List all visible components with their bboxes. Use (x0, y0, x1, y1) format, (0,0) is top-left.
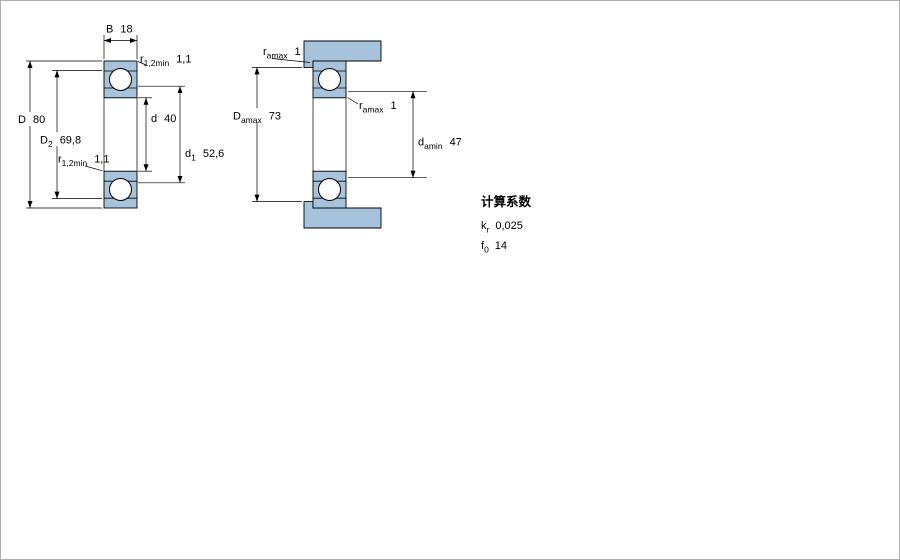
dim-sub: amin (424, 141, 443, 151)
dim-label-da: damin 47 (418, 137, 462, 152)
factor-sub: 0 (484, 245, 489, 255)
factor-kr: kr 0,025 (481, 220, 523, 235)
factor-symbol: f (481, 240, 485, 252)
dim-label-d: d 40 (151, 113, 176, 125)
dim-symbol: B (106, 24, 113, 36)
ball (318, 68, 341, 91)
dim-label-ra-top: ramax 1 (263, 46, 301, 61)
leader-line (347, 97, 359, 105)
ball (109, 68, 132, 91)
label-background (230, 108, 288, 122)
dim-symbol: d (151, 113, 157, 125)
dim-symbol: r (58, 154, 62, 166)
dim-label-D: D 80 (18, 114, 45, 126)
dim-symbol: r (140, 54, 144, 66)
factor-value: 14 (495, 240, 507, 252)
dim-sub: 1,2min (62, 158, 88, 168)
dim-label-B: B 18 (106, 24, 133, 36)
leader-line (84, 165, 103, 172)
calculation-factors-block: 计算系数 kr 0,025 f0 14 (481, 194, 532, 255)
dim-value: 40 (164, 113, 176, 125)
dim-sub: amax (267, 51, 289, 61)
factor-value: 0,025 (495, 220, 523, 232)
dim-value: 1,1 (176, 54, 191, 66)
dim-value: 52,6 (203, 148, 224, 160)
dim-value: 18 (120, 24, 132, 36)
dim-symbol: r (263, 46, 267, 58)
label-background (37, 132, 83, 146)
dim-value: 47 (450, 137, 462, 149)
dim-label-Da: Damax 73 (233, 111, 281, 126)
factor-symbol: k (481, 220, 487, 232)
ball (318, 178, 341, 201)
dim-value: 1 (294, 46, 300, 58)
leader-line (271, 58, 311, 63)
dim-symbol: D (18, 114, 26, 126)
ball (109, 178, 132, 201)
factor-sub: r (487, 225, 490, 235)
dim-label-d1: d1 52,6 (185, 148, 224, 163)
dim-sub: 1 (191, 153, 196, 163)
dim-value: 69,8 (60, 135, 81, 147)
dim-label-r12-top: r1,2min 1,1 (140, 54, 191, 69)
factor-f0: f0 14 (481, 240, 507, 255)
dim-sub: amax (363, 105, 385, 115)
dim-symbol: D (40, 135, 48, 147)
calculation-factors-title: 计算系数 (481, 194, 532, 209)
dim-symbol: r (359, 100, 363, 112)
label-background (15, 112, 49, 126)
leader-line (137, 61, 147, 66)
dim-label-ra-mid: ramax 1 (359, 100, 397, 115)
dim-value: 1 (390, 100, 396, 112)
dim-symbol: d (418, 137, 424, 149)
dim-sub: amax (241, 115, 263, 125)
dim-symbol: d (185, 148, 191, 160)
dim-label-D2: D2 69,8 (40, 135, 81, 150)
dim-sub: 1,2min (144, 58, 170, 68)
dim-label-r12-bottom: r1,2min 1,1 (58, 154, 109, 169)
dim-value: 73 (269, 111, 281, 123)
dim-value: 1,1 (94, 154, 109, 166)
dim-sub: 2 (48, 139, 53, 149)
dim-value: 80 (33, 114, 45, 126)
dim-symbol: D (233, 111, 241, 123)
